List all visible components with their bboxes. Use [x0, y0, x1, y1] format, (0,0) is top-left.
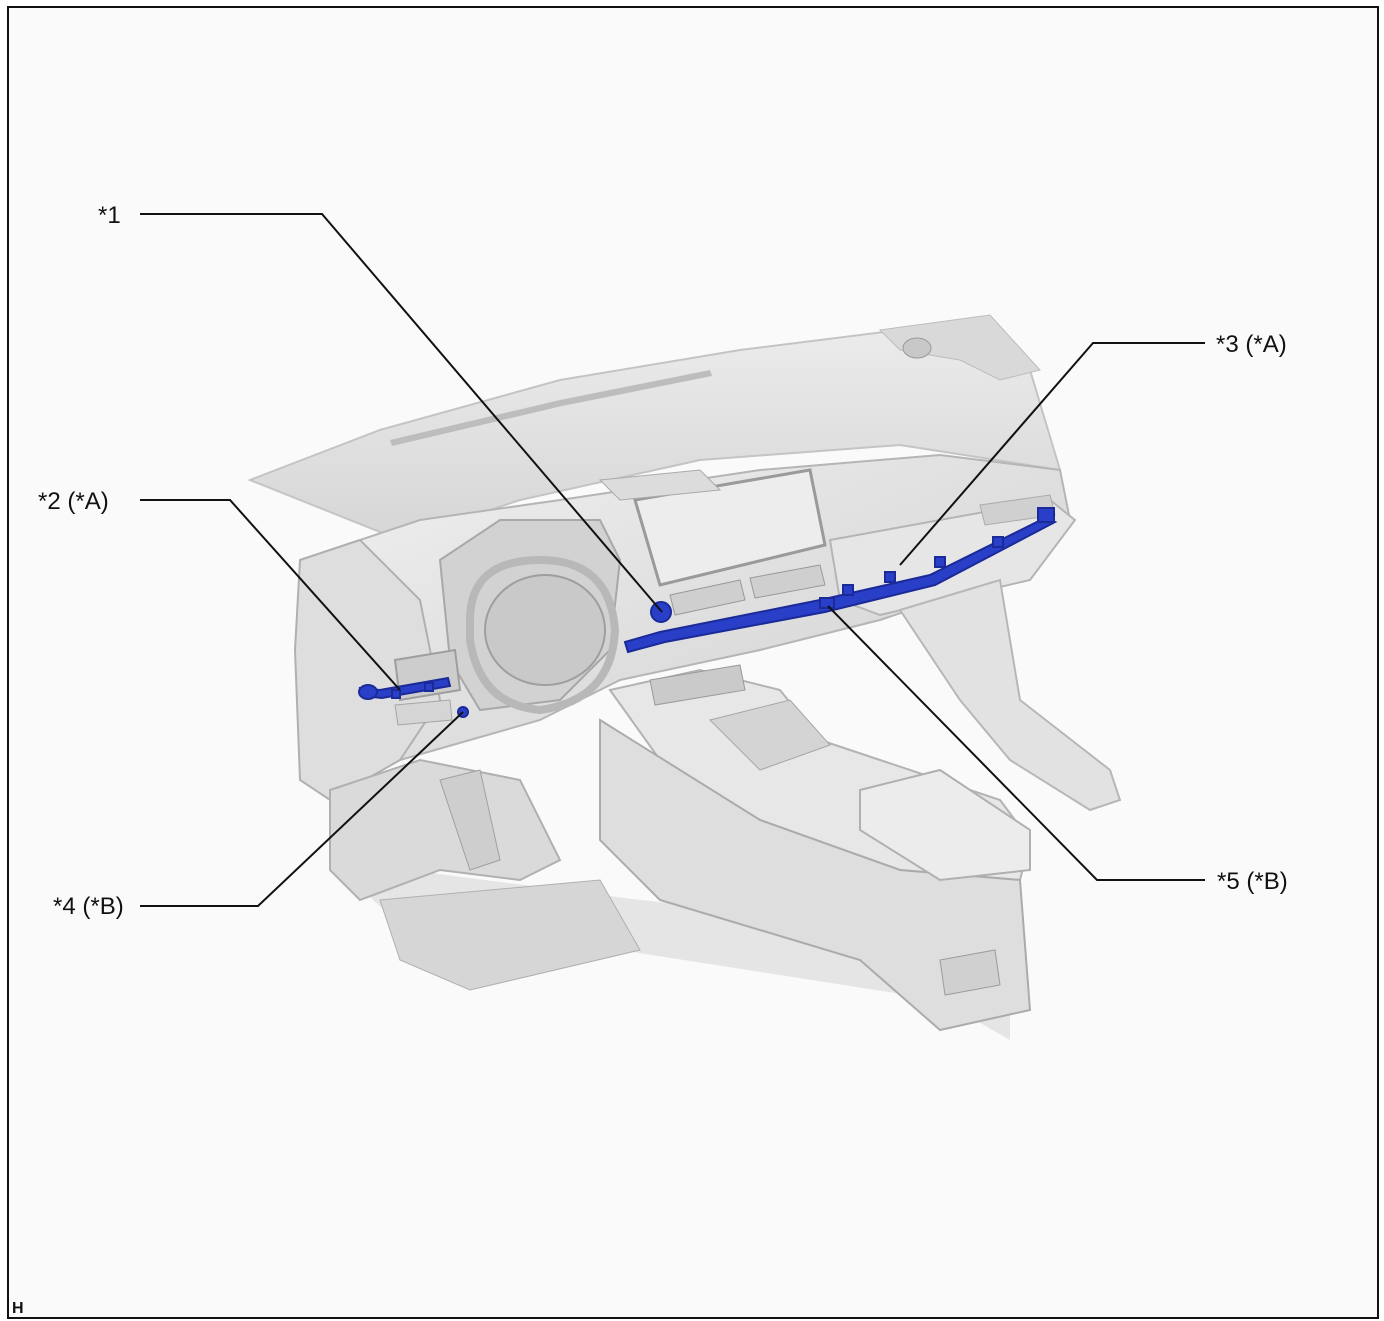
center-vent-right — [749, 564, 826, 599]
leader-1 — [140, 213, 663, 613]
callout-4-label: *4 (*B) — [53, 893, 124, 920]
right-kick-panel — [898, 578, 1122, 812]
center-display — [633, 468, 827, 587]
right-pillar-trim — [878, 314, 1041, 381]
part-3-clip-2 — [884, 571, 896, 583]
center-vent-left — [669, 579, 746, 616]
callout-3-label: *3 (*A) — [1216, 331, 1287, 358]
leader-4 — [140, 711, 464, 907]
part-5-clip — [819, 597, 835, 609]
callout-2-label: *2 (*A) — [38, 488, 109, 515]
display-top-lip — [598, 469, 722, 501]
part-2-clip-1 — [391, 689, 401, 699]
steering-column — [484, 574, 606, 686]
armrest — [859, 768, 1031, 882]
left-side-panel — [293, 538, 442, 802]
leader-lines — [140, 213, 1205, 907]
part-3-clip-1 — [842, 584, 854, 596]
corner-mark: H — [12, 1300, 24, 1317]
part-3-clip-5 — [1037, 507, 1055, 523]
lower-center-vent — [649, 664, 746, 706]
callout-5-label: *5 (*B) — [1217, 868, 1288, 895]
footwell-box — [379, 879, 641, 991]
part-3-clip-3 — [934, 556, 946, 568]
leader-5 — [827, 605, 1205, 881]
part-2-end-cap — [358, 684, 378, 700]
left-lower-switch — [394, 699, 453, 726]
shifter-housing — [709, 699, 831, 771]
steering-wheel-rim — [466, 555, 620, 715]
pedal-area — [329, 758, 562, 902]
leader-3 — [899, 342, 1205, 566]
defroster-strip — [390, 370, 712, 446]
leader-2 — [140, 499, 401, 691]
mirror-mount — [902, 337, 932, 359]
part-2-clip-2 — [424, 682, 434, 692]
highlighted-parts — [358, 507, 1058, 718]
callout-1-label: *1 — [98, 202, 121, 229]
console-front-slot — [939, 949, 1001, 996]
pedal — [439, 769, 501, 871]
center-console-lower — [599, 718, 1032, 1032]
part-3-clip-4 — [992, 536, 1004, 548]
